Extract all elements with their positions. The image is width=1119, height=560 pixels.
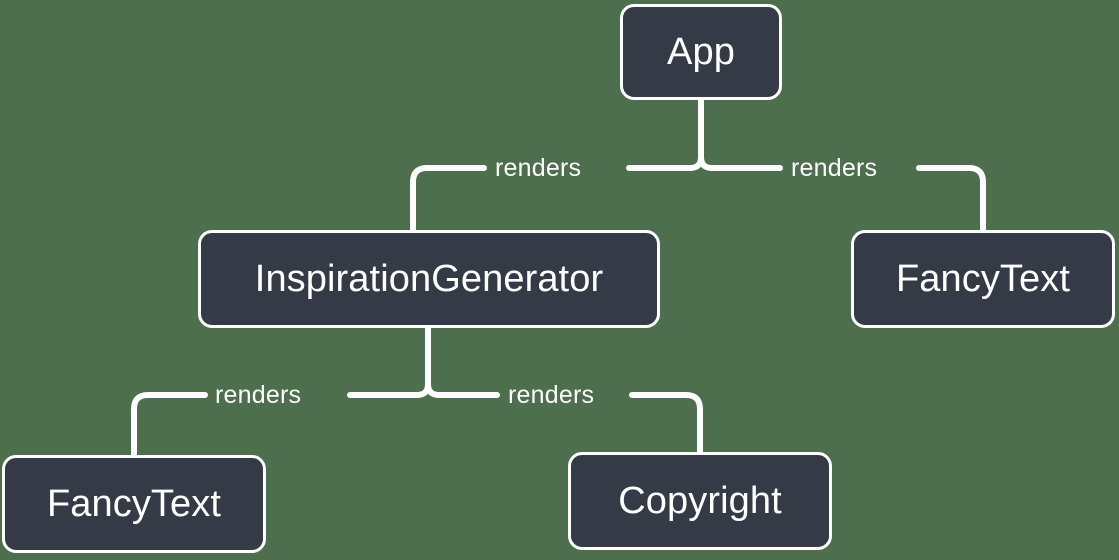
node-app[interactable]: App [620,4,782,100]
node-fancytext-left[interactable]: FancyText [2,455,266,553]
edge-label-app-to-fancytext: renders [791,154,878,182]
edge-label-app-to-inspirationgenerator: renders [495,154,582,182]
edge-app-to-inspirationgenerator-left-seg [410,165,487,233]
node-fancytext-right-label: FancyText [895,258,1071,300]
edge-ig-to-copyright-right-seg [629,392,703,455]
edge-app-to-fancytext-right-seg [916,165,986,233]
node-app-label: App [667,31,735,73]
node-fancytext-left-label: FancyText [46,483,222,525]
node-fancytext-right[interactable]: FancyText [851,230,1115,328]
node-inspirationgenerator[interactable]: InspirationGenerator [198,230,660,328]
node-copyright-label: Copyright [618,480,782,522]
edge-ig-to-fancytext-left-seg [131,392,208,458]
edge-inspirationgenerator-stem-right [425,325,442,398]
edge-label-inspirationgenerator-to-fancytext: renders [215,381,302,409]
edge-app-stem-right [698,97,715,171]
edge-label-inspirationgenerator-to-copyright: renders [508,381,595,409]
node-inspirationgenerator-label: InspirationGenerator [254,258,604,300]
node-copyright[interactable]: Copyright [568,452,832,550]
